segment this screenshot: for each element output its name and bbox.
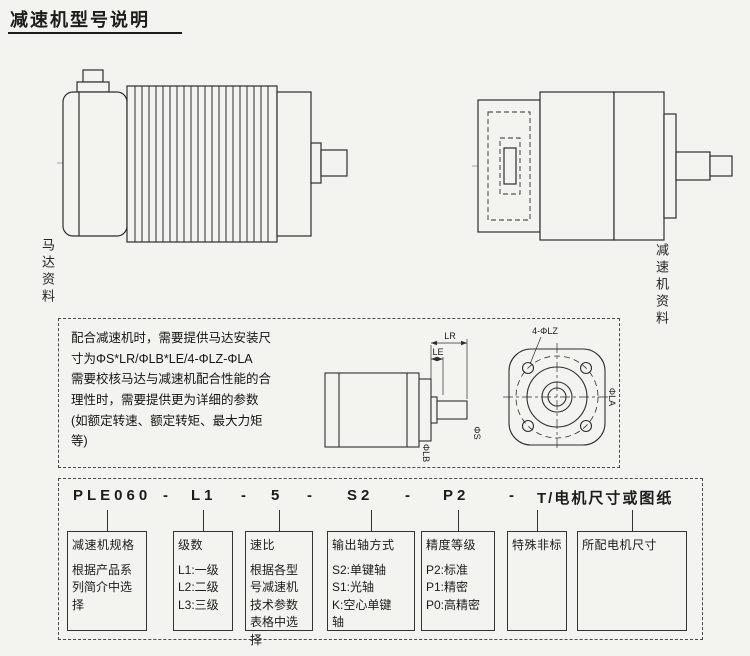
connector-line: [458, 510, 459, 531]
model-dash: -: [307, 487, 316, 504]
dim-label-le: LE: [432, 347, 443, 357]
legend-title: 所配电机尺寸: [582, 538, 658, 552]
dim-label-phi-s: ΦS: [472, 426, 482, 439]
legend-column-precision: 精度等级 P2:标准 P1:精密 P0:高精密: [421, 510, 495, 631]
mounting-note-box: 配合减速机时，需要提供马达安装尺 寸为ΦS*LR/ΦLB*LE/4-ΦLZ-ΦL…: [58, 318, 620, 468]
model-segment-shaft: S2: [347, 487, 374, 504]
model-segment-ratio: 5: [271, 487, 284, 504]
connector-line: [537, 510, 538, 531]
model-dash: -: [241, 487, 250, 504]
legend-box: 速比 根据各型 号减速机 技术参数 表格中选 择: [245, 531, 313, 647]
legend-column-special: 特殊非标: [507, 510, 567, 631]
motor-caption: 马达资料: [40, 238, 55, 306]
legend-content: S2:单键轴 S1:光轴 K:空心单键 轴: [332, 563, 392, 630]
legend-title: 速比: [250, 538, 276, 552]
legend-content: L1:一级 L2:二级 L3:三级: [178, 563, 219, 612]
model-dash: -: [163, 487, 172, 504]
legend-box: 级数 L1:一级 L2:二级 L3:三级: [173, 531, 233, 631]
model-dash: -: [509, 487, 518, 504]
model-segment-stages: L1: [191, 487, 217, 504]
legend-column-ratio: 速比 根据各型 号减速机 技术参数 表格中选 择: [245, 510, 313, 647]
legend-content: P2:标准 P1:精密 P0:高精密: [426, 563, 481, 612]
reducer-caption: 减速机资料: [654, 243, 669, 328]
legend-column-spec: 减速机规格 根据产品系 列简介中选 择: [67, 510, 147, 631]
legend-column-motor-size: 所配电机尺寸: [577, 510, 687, 631]
connector-line: [371, 510, 372, 531]
legend-column-stages: 级数 L1:一级 L2:二级 L3:三级: [173, 510, 233, 631]
model-segment-series: PLE060: [73, 487, 152, 504]
legend-title: 输出轴方式: [332, 538, 395, 552]
legend-box: 所配电机尺寸: [577, 531, 687, 631]
connector-line: [107, 510, 108, 531]
model-number-box: PLE060 - L1 - 5 - S2 - P2 - T/电机尺寸或图纸 减速…: [58, 478, 703, 647]
motor-side-view-drawing: [57, 69, 348, 243]
legend-title: 精度等级: [426, 538, 477, 552]
legend-content: 根据产品系 列简介中选 择: [72, 563, 133, 612]
legend-box: 特殊非标: [507, 531, 567, 631]
legend-box: 输出轴方式 S2:单键轴 S1:光轴 K:空心单键 轴: [327, 531, 415, 631]
connector-line: [632, 510, 633, 531]
dim-label-lr: LR: [444, 331, 456, 341]
model-dash: -: [405, 487, 414, 504]
legend-box: 精度等级 P2:标准 P1:精密 P0:高精密: [421, 531, 495, 631]
legend-title: 减速机规格: [72, 538, 135, 552]
legend-title: 特殊非标: [512, 538, 563, 552]
flange-front-view-drawing: 4-ΦLZ ΦLA: [503, 326, 617, 451]
connector-line: [203, 510, 204, 531]
model-segment-motor-size: T/电机尺寸或图纸: [537, 490, 674, 507]
legend-content: [508, 553, 566, 565]
motor-dimension-drawing: LR LE ΦS ΦLB: [324, 331, 482, 462]
connector-line: [279, 510, 280, 531]
legend-title: 级数: [178, 538, 204, 552]
model-segment-precision: P2: [443, 487, 470, 504]
dim-label-phi-lb: ΦLB: [421, 444, 431, 462]
dim-label-phi-la: ΦLA: [607, 388, 617, 406]
legend-column-shaft: 输出轴方式 S2:单键轴 S1:光轴 K:空心单键 轴: [327, 510, 415, 631]
legend-content: [578, 553, 686, 565]
legend-content: 根据各型 号减速机 技术参数 表格中选 择: [250, 563, 299, 647]
legend-box: 减速机规格 根据产品系 列简介中选 择: [67, 531, 147, 631]
mounting-note-text: 配合减速机时，需要提供马达安装尺 寸为ΦS*LR/ΦLB*LE/4-ΦLZ-ΦL…: [71, 331, 272, 449]
dim-label-bolt-holes: 4-ΦLZ: [532, 326, 558, 336]
page-title: 减速机型号说明: [10, 10, 150, 30]
title-underline: [8, 32, 182, 34]
gearbox-side-view-drawing: [472, 91, 733, 241]
